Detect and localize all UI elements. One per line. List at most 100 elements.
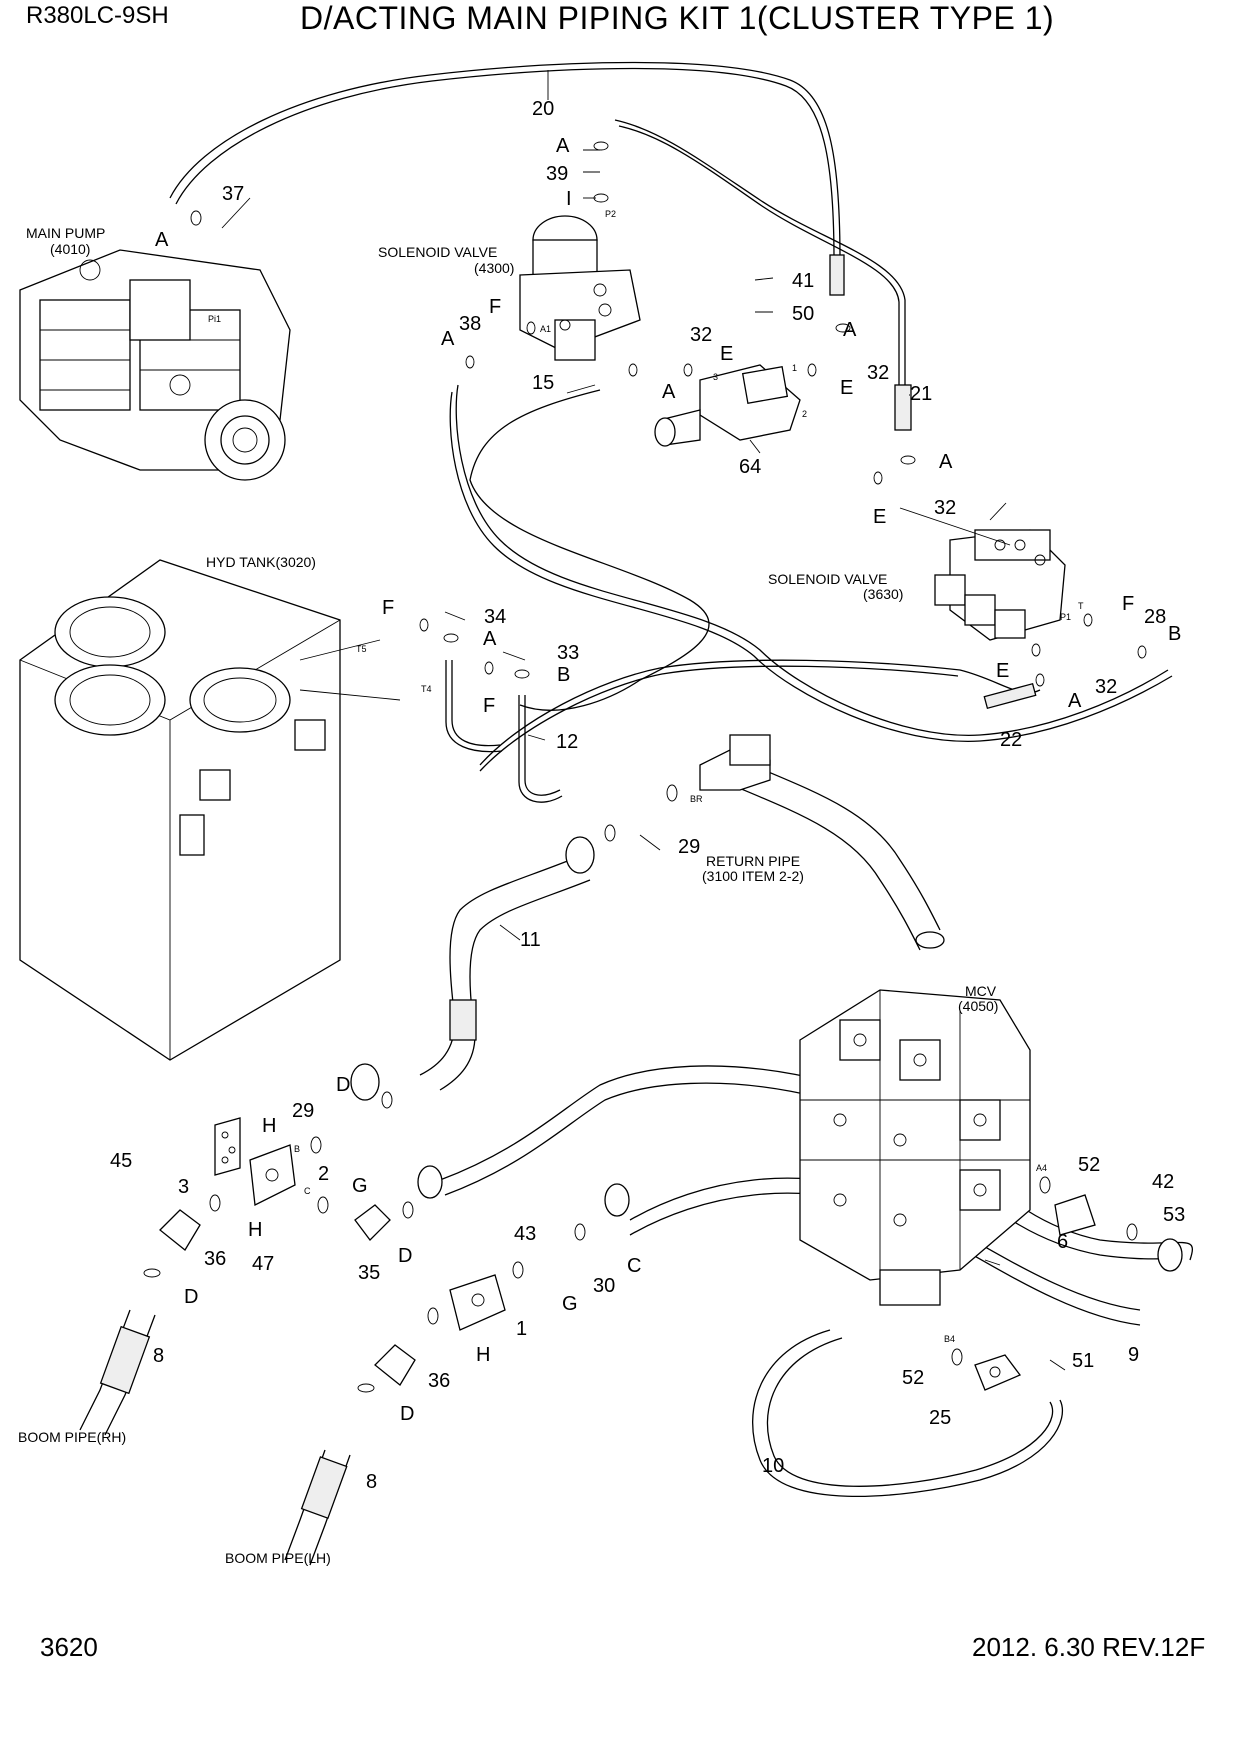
elbow-fittings [159,836,1183,1386]
letter-G-2: G [562,1293,578,1315]
callout-6: 6 [1057,1231,1068,1253]
hyd-tank-label: HYD TANK(3020) [206,554,316,570]
flange-25 [974,1354,1022,1391]
letter-F-1: F [489,296,501,318]
callout-21: 21 [910,383,932,405]
callout-42: 42 [1152,1171,1174,1193]
callout-2: 2 [318,1163,329,1185]
mcv-body [799,989,1031,1306]
return-pipe-flange [915,931,945,949]
callout-41: 41 [792,270,814,292]
page-number: 3620 [40,1632,98,1662]
flange-6 [1054,1194,1096,1236]
callout-52-a: 52 [1078,1154,1100,1176]
letter-I-1: I [566,188,572,210]
letter-A-7: A [483,628,497,650]
callout-30: 30 [593,1275,615,1297]
model-number: R380LC-9SH [26,2,169,29]
callout-25: 25 [929,1407,951,1429]
callout-47: 47 [252,1253,274,1275]
callout-12: 12 [556,731,578,753]
callout-53: 53 [1163,1204,1185,1226]
port-1: 1 [792,363,797,373]
hose-22 [479,659,1041,766]
port-t4: T4 [421,684,432,694]
callout-32-b: 32 [867,362,889,384]
letter-A-5: A [843,319,857,341]
callout-32-a: 32 [690,324,712,346]
port-p1: P1 [1060,612,1071,622]
hose-10 [752,1329,1064,1498]
return-pipe [719,779,921,951]
letter-A-2: A [556,135,570,157]
letter-D-2: D [398,1245,412,1267]
callout-38: 38 [459,313,481,335]
callout-8-b: 8 [366,1471,377,1493]
callout-50: 50 [792,303,814,325]
callout-8-a: 8 [153,1345,164,1367]
callout-35: 35 [358,1262,380,1284]
letter-A-4: A [662,381,676,403]
callout-39: 39 [546,163,568,185]
callout-37: 37 [222,183,244,205]
callout-43: 43 [514,1223,536,1245]
letter-D-3: D [184,1286,198,1308]
port-2: 2 [802,409,807,419]
letter-H-1: H [262,1115,276,1137]
letter-H-3: H [476,1344,490,1366]
boom-pipe-lh-label: BOOM PIPE(LH) [225,1550,331,1566]
solenoid-3630-label: SOLENOID VALVE [768,571,887,587]
mcv-code: (4050) [958,998,998,1014]
callout-64: 64 [739,456,761,478]
letter-A-8: A [1068,690,1082,712]
hose-12 [524,695,561,796]
hose-21-fitting [894,384,912,431]
block-2 [249,1144,296,1206]
callout-36-a: 36 [204,1248,226,1270]
letter-A-3: A [441,328,455,350]
valve-block-64 [654,364,801,447]
solenoid-4300-label: SOLENOID VALVE [378,244,497,260]
letter-D-1: D [336,1074,350,1096]
letter-H-2: H [248,1219,262,1241]
letter-F-2: F [382,597,394,619]
callout-29-a: 29 [678,836,700,858]
callout-3: 3 [178,1176,189,1198]
port-a1: A1 [540,324,551,334]
port-3: 3 [713,372,718,382]
letter-B-1: B [557,664,570,686]
callout-22: 22 [1000,729,1022,751]
port-t5: T5 [356,644,367,654]
callout-33: 33 [557,642,579,664]
letter-G-1: G [352,1175,368,1197]
solenoid-4300-code: (4300) [474,260,514,276]
hydraulic-tank [19,559,401,1061]
port-c: C [304,1186,311,1196]
port-br: BR [690,794,703,804]
callout-20: 20 [532,98,554,120]
hose-20 [169,61,841,261]
port-pi1: Pi1 [208,314,221,324]
hose-11 [419,859,571,1076]
port-b: B [294,1144,300,1154]
port-a4: A4 [1036,1163,1047,1173]
letter-A-1: A [155,229,169,251]
block-1 [449,1274,506,1331]
o-rings [143,141,1147,1393]
letter-D-4: D [400,1403,414,1425]
callout-15: 15 [532,372,554,394]
main-pump-body [19,249,291,481]
port-b4: B4 [944,1334,955,1344]
letter-B-2: B [1168,623,1181,645]
callout-11: 11 [520,929,541,951]
plate-3 [214,1117,241,1176]
mcv-label: MCV [965,983,997,999]
letter-E-4: E [996,660,1009,682]
callout-32-c: 32 [934,497,956,519]
main-pump-code: (4010) [50,241,90,257]
callout-36-b: 36 [428,1370,450,1392]
leader-lines [221,70,1066,1371]
return-pipe-label: RETURN PIPE [706,853,800,869]
letter-F-3: F [483,695,495,717]
boom-hose-rh-sleeve [99,1325,151,1395]
